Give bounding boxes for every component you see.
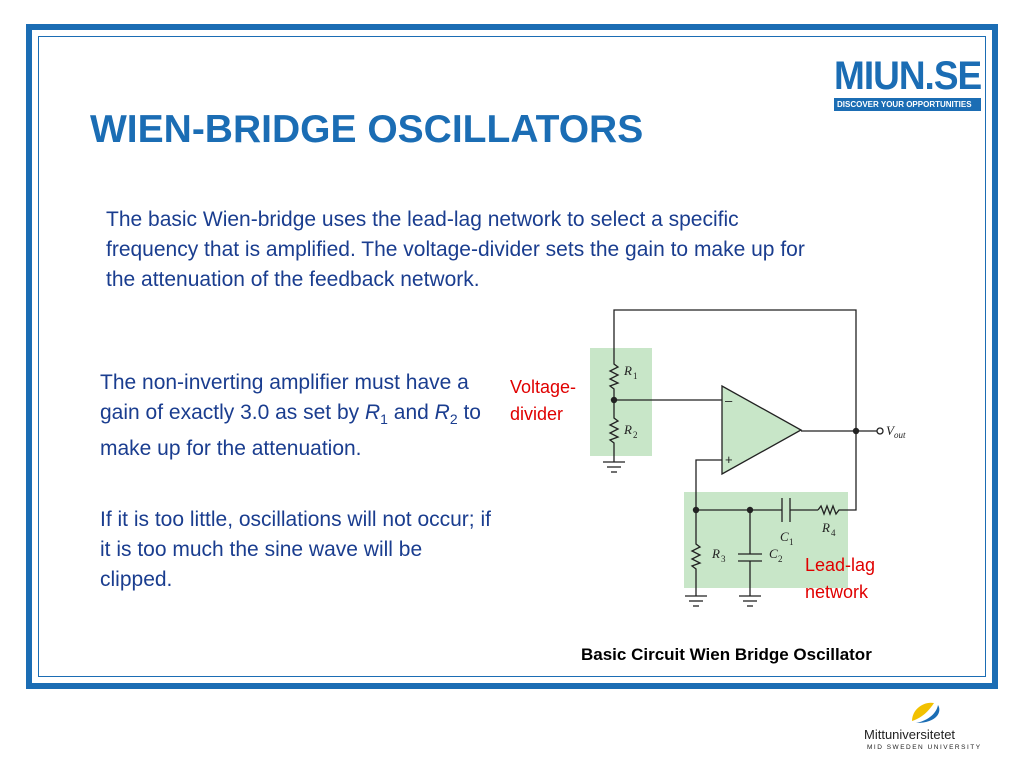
- op-amp-plus: +: [725, 452, 733, 467]
- r2-label-sub: 2: [633, 430, 638, 440]
- miun-logo: MIUN.SE DISCOVER YOUR OPPORTUNITIES: [834, 53, 982, 111]
- r2-subscript: 2: [449, 411, 458, 428]
- lead-lag-label-1: Lead-lag: [805, 555, 875, 575]
- r1-label-sub: 1: [633, 371, 638, 381]
- c2-junction-dot: [746, 506, 754, 514]
- slide-title: WIEN-BRIDGE OSCILLATORS: [90, 108, 644, 151]
- r1-resistor: [608, 360, 620, 400]
- r1-subscript: 1: [380, 411, 388, 428]
- slide-frame: [26, 24, 998, 689]
- slide-frame-inner: [38, 36, 986, 677]
- gain-paragraph: The non-inverting amplifier must have a …: [100, 368, 510, 464]
- university-emblem-icon: [912, 702, 940, 723]
- output-terminal: [876, 427, 884, 435]
- vout-label: V: [886, 423, 896, 438]
- wien-bridge-circuit-diagram: R 1 R 2 R 3 R 4 C 1 C 2 V out – + Voltag…: [510, 309, 906, 607]
- r2-resistor: [608, 400, 620, 462]
- gain-text-b: to make up for the attenuation.: [100, 401, 481, 461]
- vout-label-sub: out: [894, 430, 906, 440]
- r4-resistor: [817, 431, 857, 516]
- c2-label: C: [769, 546, 778, 561]
- r1-symbol: R: [364, 401, 381, 424]
- lead-lag-junction-dot: [692, 506, 700, 514]
- r1-label: R: [623, 363, 632, 378]
- lead-lag-box: [684, 492, 848, 588]
- university-name: Mittuniversitetet: [864, 727, 956, 742]
- c1-label-sub: 1: [789, 537, 794, 547]
- gain-text-a: The non-inverting amplifier must have a …: [100, 371, 469, 424]
- university-subtitle: MID SWEDEN UNIVERSITY: [867, 744, 982, 751]
- r2-label: R: [623, 422, 632, 437]
- r4-label-sub: 4: [831, 528, 836, 538]
- c2-label-sub: 2: [778, 554, 783, 564]
- voltage-divider-label-1: Voltage-: [510, 377, 576, 397]
- r2-symbol: R: [434, 401, 450, 424]
- r3-label-sub: 3: [721, 554, 726, 564]
- voltage-divider-box: [590, 348, 652, 456]
- voltage-divider-label-2: divider: [510, 404, 563, 424]
- c1-label: C: [780, 529, 789, 544]
- r3-resistor: [690, 510, 702, 596]
- intro-paragraph: The basic Wien-bridge uses the lead-lag …: [106, 208, 805, 291]
- r3-label: R: [711, 546, 720, 561]
- op-amp-minus: –: [725, 393, 733, 408]
- miun-logo-tagline: DISCOVER YOUR OPPORTUNITIES: [834, 98, 982, 111]
- and-text: and: [387, 401, 435, 424]
- top-feedback-wire: [613, 309, 857, 431]
- miun-logo-text: MIUN.SE: [834, 53, 982, 98]
- output-junction-dot: [852, 427, 860, 435]
- figure-caption: Basic Circuit Wien Bridge Oscillator: [581, 645, 872, 664]
- divider-junction-dot: [610, 396, 618, 404]
- clipping-paragraph: If it is too little, oscillations will n…: [100, 508, 491, 591]
- r4-label: R: [821, 520, 830, 535]
- non-inverting-input-wire: [695, 459, 722, 510]
- lead-lag-label-2: network: [805, 582, 869, 602]
- op-amp: [721, 384, 803, 476]
